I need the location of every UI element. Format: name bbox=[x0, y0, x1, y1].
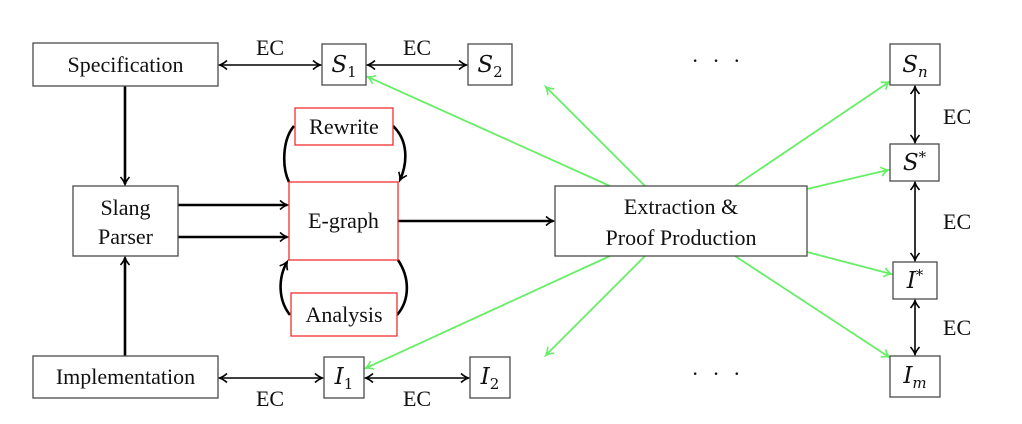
loop-rewrite-right bbox=[392, 125, 405, 180]
ec-arrows bbox=[220, 65, 915, 378]
node-analysis[interactable]: Analysis bbox=[290, 292, 398, 337]
extraction-label-line2: Proof Production bbox=[606, 225, 757, 250]
loop-rewrite-left bbox=[283, 125, 296, 183]
ellipsis-top: · · · bbox=[692, 48, 745, 73]
s1-label: S1 bbox=[331, 52, 356, 81]
ec-label-istar-im: EC bbox=[943, 315, 971, 340]
ec-label-i1-i2: EC bbox=[403, 386, 431, 411]
proof-arrow-to-s1 bbox=[368, 77, 611, 187]
node-i-star[interactable]: I* bbox=[892, 261, 938, 300]
im-label: Im bbox=[902, 363, 926, 392]
ec-label-impl-i1: EC bbox=[256, 386, 284, 411]
node-i1[interactable]: I1 bbox=[323, 356, 365, 399]
node-rewrite[interactable]: Rewrite bbox=[294, 107, 394, 146]
ec-label-sstar-istar: EC bbox=[943, 209, 971, 234]
i2-label: I2 bbox=[480, 364, 500, 393]
i1-label: I1 bbox=[334, 364, 354, 393]
proof-arrow-to-istar bbox=[806, 251, 891, 274]
node-im[interactable]: Im bbox=[889, 355, 941, 398]
proof-arrow-to-i2 bbox=[546, 255, 646, 355]
node-s1[interactable]: S1 bbox=[321, 43, 367, 86]
node-sn[interactable]: Sn bbox=[889, 43, 941, 86]
proof-arrow-to-i1 bbox=[366, 255, 611, 368]
specification-label: Specification bbox=[67, 52, 183, 77]
node-implementation[interactable]: Implementation bbox=[32, 355, 219, 399]
proof-arrow-to-s2 bbox=[546, 87, 646, 187]
egraph-label: E-graph bbox=[308, 208, 379, 233]
node-s2[interactable]: S2 bbox=[467, 43, 513, 86]
ec-label-s1-s2: EC bbox=[403, 35, 431, 60]
ec-label-spec-s1: EC bbox=[256, 35, 284, 60]
proof-arrows bbox=[366, 77, 891, 368]
node-specification[interactable]: Specification bbox=[32, 42, 219, 87]
implementation-label: Implementation bbox=[56, 364, 195, 389]
ec-labels: EC EC EC EC EC EC EC bbox=[256, 35, 971, 411]
extraction-label-line1: Extraction & bbox=[624, 194, 738, 219]
ellipsis-bottom: · · · bbox=[692, 361, 745, 386]
node-s-star[interactable]: S* bbox=[889, 143, 940, 182]
node-i2[interactable]: I2 bbox=[469, 356, 511, 399]
ec-label-sn-sstar: EC bbox=[943, 104, 971, 129]
s-star-label: S* bbox=[903, 148, 927, 176]
loop-analysis-left bbox=[279, 262, 292, 316]
node-extraction-proof-production[interactable]: Extraction & Proof Production bbox=[554, 185, 808, 257]
flow-arrows bbox=[125, 86, 553, 356]
loop-analysis-right bbox=[395, 259, 409, 316]
proof-arrow-to-sn bbox=[734, 82, 889, 187]
s2-label: S2 bbox=[477, 52, 502, 81]
node-egraph[interactable]: E-graph bbox=[288, 181, 399, 261]
analysis-label: Analysis bbox=[306, 302, 383, 327]
proof-arrow-to-sstar bbox=[806, 170, 888, 190]
rewrite-label: Rewrite bbox=[309, 114, 379, 139]
i-star-label: I* bbox=[906, 266, 924, 294]
proof-arrow-to-im bbox=[734, 255, 889, 357]
node-slang-parser[interactable]: Slang Parser bbox=[72, 185, 179, 257]
slang-parser-label-line1: Slang bbox=[100, 195, 150, 220]
slang-parser-label-line2: Parser bbox=[98, 224, 154, 249]
sn-label: Sn bbox=[902, 52, 927, 81]
